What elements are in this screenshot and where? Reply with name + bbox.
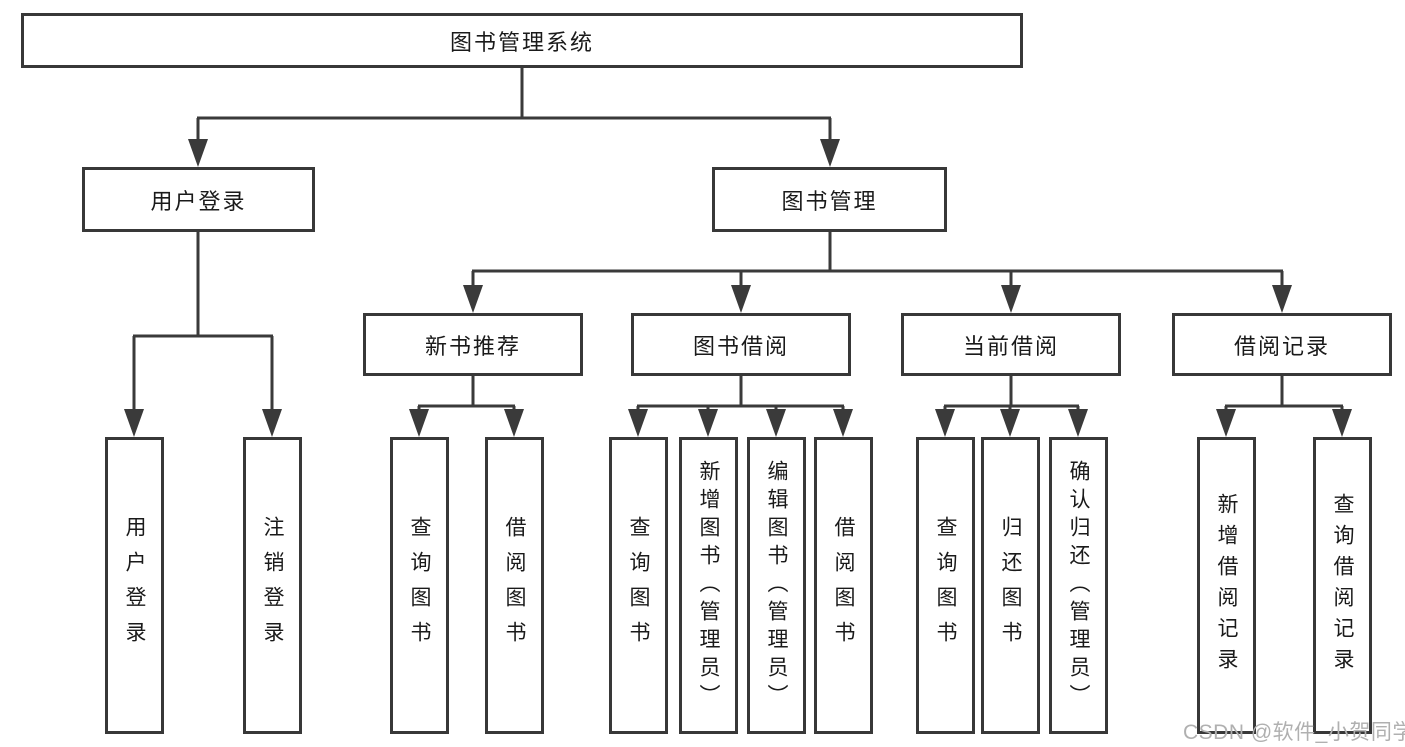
leaf-edit-books-admin: 编辑图书（管理员） bbox=[747, 437, 806, 734]
leaf-user-login: 用户登录 bbox=[105, 437, 164, 734]
leaf-query-books-recommend: 查询图书 bbox=[390, 437, 449, 734]
arrowheads bbox=[124, 139, 1352, 437]
leaf-query-books-borrow: 查询图书 bbox=[609, 437, 668, 734]
leaf-borrow-books: 借阅图书 bbox=[814, 437, 873, 734]
leaf-query-borrow-record: 查询借阅记录 bbox=[1313, 437, 1372, 734]
leaf-query-books-current: 查询图书 bbox=[916, 437, 975, 734]
leaf-return-books: 归还图书 bbox=[981, 437, 1040, 734]
leaf-add-borrow-record: 新增借阅记录 bbox=[1197, 437, 1256, 734]
leaf-add-books-admin: 新增图书（管理员） bbox=[679, 437, 738, 734]
csdn-watermark: CSDN @软件_小贺同学 bbox=[1183, 721, 1405, 744]
node-borrow-records: 借阅记录 bbox=[1172, 313, 1392, 376]
node-current-borrow: 当前借阅 bbox=[901, 313, 1121, 376]
node-book-management: 图书管理 bbox=[712, 167, 947, 232]
leaf-logout: 注销登录 bbox=[243, 437, 302, 734]
node-new-book-recommend: 新书推荐 bbox=[363, 313, 583, 376]
node-system-root: 图书管理系统 bbox=[21, 13, 1023, 68]
leaf-confirm-return-admin: 确认归还（管理员） bbox=[1049, 437, 1108, 734]
node-book-borrow: 图书借阅 bbox=[631, 313, 851, 376]
leaf-borrow-books-recommend: 借阅图书 bbox=[485, 437, 544, 734]
node-user-login: 用户登录 bbox=[82, 167, 315, 232]
